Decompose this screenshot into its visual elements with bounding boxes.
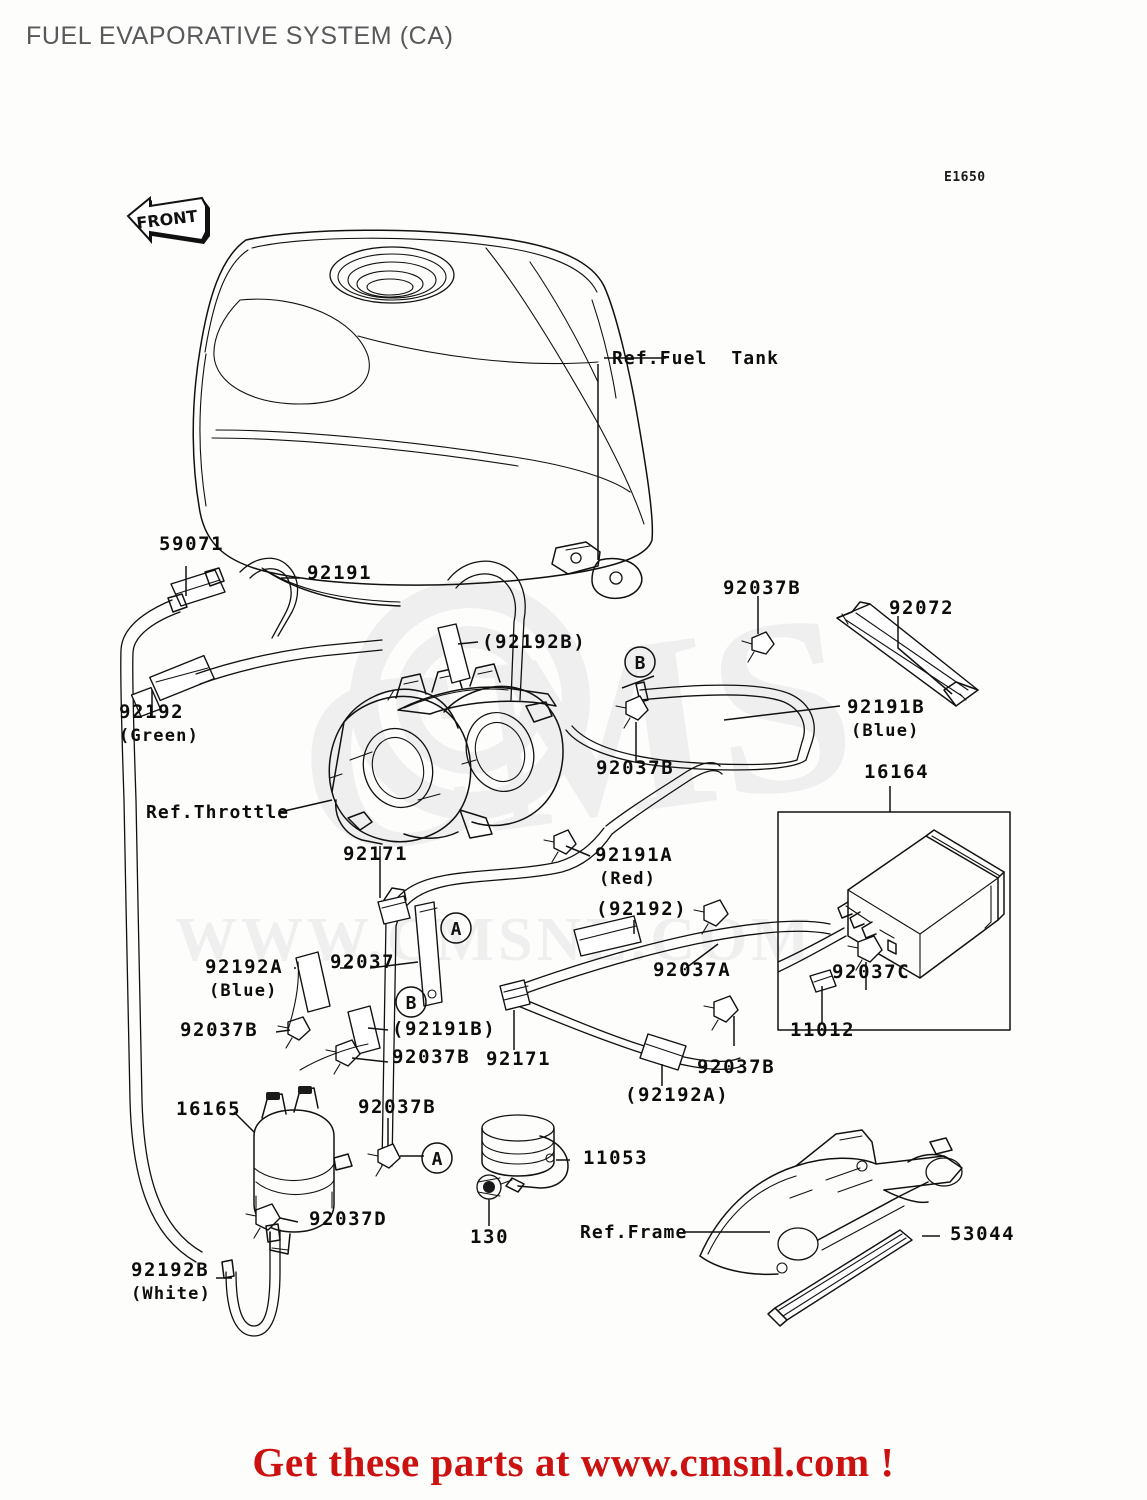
clip-92037d (245, 1203, 281, 1239)
hose-network (120, 557, 831, 1337)
label-92191a: 92191A (595, 844, 674, 866)
figure-code: E1650 (944, 170, 986, 185)
callout-circles: B A B A (395, 646, 656, 1174)
footer-cta[interactable]: Get these parts at www.cmsnl.com ! (252, 1439, 895, 1485)
canister-16164-box (777, 811, 1011, 1031)
label-130: 130 (470, 1226, 510, 1248)
label-92072: 92072 (889, 597, 955, 619)
bracket-11053 (476, 1114, 569, 1200)
clip-92037b-6 (325, 1039, 361, 1075)
svg-text:A: A (432, 1149, 443, 1170)
clip-92037b-5 (277, 1016, 311, 1049)
label-92192a-paren: (92192A) (625, 1084, 730, 1106)
leader-lines (151, 357, 953, 1279)
label-11053: 11053 (583, 1147, 649, 1169)
label-92171-top: 92171 (343, 843, 409, 865)
label-92037: 92037 (330, 951, 396, 973)
throttle-body-drawing (328, 663, 564, 845)
clip-92037b-4 (703, 995, 739, 1031)
joint-92171-upper (377, 887, 411, 925)
label-92192: 92192 (119, 701, 185, 723)
label-ref-throttle: Ref.Throttle (146, 802, 290, 823)
label-92037b-left: 92037B (180, 1019, 259, 1041)
page-title: FUEL EVAPORATIVE SYSTEM (CA) (26, 22, 454, 50)
svg-text:B: B (406, 993, 417, 1014)
label-92192b-color: (White) (131, 1284, 212, 1304)
label-92037b-right: 92037B (697, 1056, 776, 1078)
clip-92037b-2 (615, 695, 649, 729)
label-92037d: 92037D (309, 1208, 388, 1230)
joint-92171-lower (499, 979, 531, 1011)
label-59071: 59071 (159, 533, 225, 555)
label-92192-color: (Green) (119, 726, 200, 746)
svg-text:B: B (635, 653, 646, 674)
label-92037c: 92037C (832, 961, 911, 983)
label-92191b-color: (Blue) (851, 721, 920, 741)
label-ref-fuel-tank: Ref.Fuel Tank (612, 348, 780, 369)
frame-drawing (699, 1129, 963, 1276)
label-92192a-color: (Blue) (209, 981, 278, 1001)
valve-16165 (253, 1086, 353, 1255)
label-92037b-top: 92037B (723, 577, 802, 599)
label-16165: 16165 (176, 1098, 242, 1120)
label-92037a: 92037A (653, 959, 732, 981)
bolt-130 (476, 1174, 502, 1200)
label-92171-bot: 92171 (486, 1048, 552, 1070)
label-92191b-paren: (92191B) (392, 1018, 497, 1040)
label-92037b-mid: 92037B (596, 757, 675, 779)
front-arrow-badge: FRONT (126, 195, 210, 244)
label-92192b-paren: (92192B) (482, 631, 587, 653)
label-92191b: 92191B (847, 696, 926, 718)
label-92037b-16165: 92037B (358, 1096, 437, 1118)
label-92192b: 92192B (131, 1259, 210, 1281)
svg-text:A: A (451, 919, 462, 940)
clip-92037c (847, 935, 883, 971)
label-92191a-color: (Red) (599, 869, 657, 889)
clip-92037b-7 (367, 1143, 401, 1177)
label-ref-frame: Ref.Frame (580, 1222, 688, 1243)
label-92192a: 92192A (205, 956, 284, 978)
clip-92037b-1 (741, 631, 775, 663)
label-92192-paren: (92192) (596, 898, 688, 920)
strap-92072 (836, 601, 979, 707)
label-92037b-left2: 92037B (392, 1046, 471, 1068)
label-16164: 16164 (864, 761, 930, 783)
fuel-tank-drawing (192, 229, 654, 607)
trim-53044 (767, 1229, 913, 1327)
label-53044: 53044 (950, 1223, 1016, 1245)
label-92191: 92191 (307, 562, 373, 584)
label-11012: 11012 (790, 1019, 856, 1041)
